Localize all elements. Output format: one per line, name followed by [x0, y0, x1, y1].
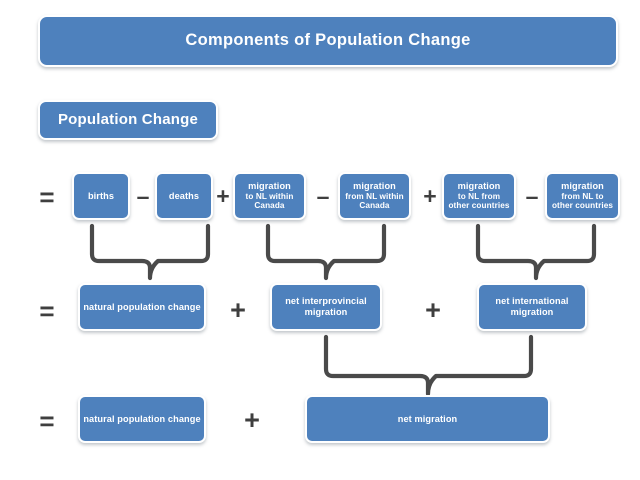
box-births: births — [72, 172, 130, 220]
brace-net-migration — [323, 334, 534, 397]
box-net-interprovincial-migration-label: net interprovincial migration — [285, 296, 367, 317]
box-migration-from-nl-other-countries: migration from NL to other countries — [545, 172, 620, 220]
box-migration-to-nl-other-countries: migration to NL from other countries — [442, 172, 516, 220]
box-migration-from-nl-other-countries-header: migration — [561, 180, 604, 191]
box-migration-to-nl-within-canada-header: migration — [248, 180, 291, 191]
box-migration-from-nl-within-canada-sub: from NL within Canada — [345, 191, 404, 211]
box-natural-population-change-row2-label: natural population change — [83, 301, 201, 312]
population-change-box: Population Change — [38, 100, 218, 140]
diagram-title-text: Components of Population Change — [185, 31, 471, 50]
box-natural-population-change-row2: natural population change — [78, 283, 206, 331]
row1-equals-operator: = — [39, 182, 55, 212]
brace-births-deaths — [89, 223, 211, 281]
diagram-title-box: Components of Population Change — [38, 15, 618, 67]
row1-operator-5: – — [525, 182, 539, 209]
box-migration-from-nl-within-canada: migration from NL within Canada — [338, 172, 411, 220]
box-net-international-migration-label: net international migration — [495, 296, 569, 317]
box-migration-to-nl-other-countries-sub: to NL from other countries — [448, 191, 510, 211]
box-migration-from-nl-other-countries-sub: from NL to other countries — [551, 191, 614, 211]
row2-equals-operator: = — [39, 296, 55, 326]
box-net-migration-label: net migration — [397, 413, 458, 424]
box-births-label: births — [87, 190, 115, 201]
box-natural-population-change-row3-label: natural population change — [83, 413, 201, 424]
row3-equals-operator: = — [39, 406, 55, 436]
brace-interprovincial — [265, 223, 387, 281]
box-migration-to-nl-within-canada-sub: to NL within Canada — [245, 191, 294, 211]
box-natural-population-change-row3: natural population change — [78, 395, 206, 443]
brace-international — [475, 223, 597, 281]
row1-operator-4: + — [423, 182, 437, 209]
box-deaths-label: deaths — [168, 190, 200, 201]
row1-operator-3: – — [316, 182, 330, 209]
box-net-international-migration: net international migration — [477, 283, 587, 331]
box-net-interprovincial-migration: net interprovincial migration — [270, 283, 382, 331]
row2-operator-2: + — [425, 294, 441, 325]
box-migration-to-nl-other-countries-header: migration — [457, 180, 501, 191]
row1-operator-1: – — [136, 182, 150, 209]
row2-operator-1: + — [230, 294, 246, 325]
box-deaths: deaths — [155, 172, 213, 220]
row3-operator-1: + — [244, 404, 260, 435]
box-net-migration: net migration — [305, 395, 550, 443]
box-migration-from-nl-within-canada-header: migration — [353, 180, 396, 191]
row1-operator-2: + — [216, 182, 230, 209]
box-migration-to-nl-within-canada: migration to NL within Canada — [233, 172, 306, 220]
population-change-text: Population Change — [57, 111, 199, 129]
